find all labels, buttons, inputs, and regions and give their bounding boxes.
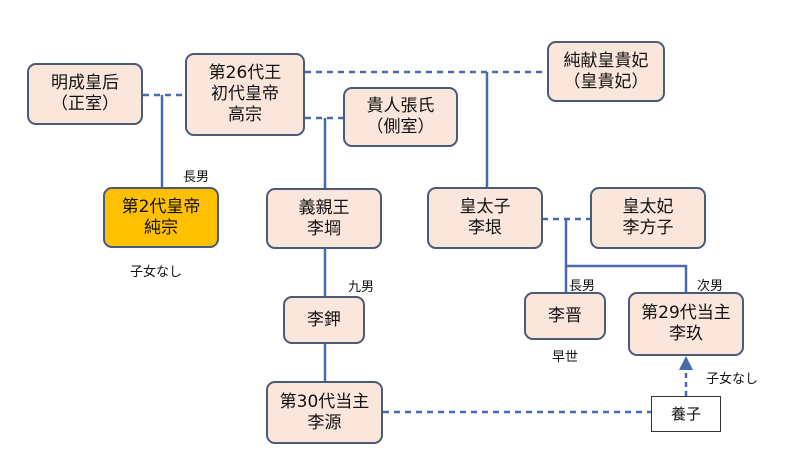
node-line: 李玖: [669, 324, 703, 344]
node-line: 第2代皇帝: [121, 196, 201, 217]
node-line: 李晋: [548, 305, 582, 326]
node-line: （正室）: [51, 94, 119, 114]
node-line: 第30代当主: [279, 391, 370, 412]
label-no-children-1: 子女なし: [130, 265, 183, 280]
node-sunjong: 第2代皇帝 純宗: [103, 187, 219, 248]
node-line: 李鉀: [307, 309, 341, 330]
node-line: 李方子: [622, 218, 674, 238]
label-no-children-2: 子女なし: [706, 372, 759, 387]
node-line: 李源: [307, 412, 342, 433]
node-line: 李垠: [468, 218, 502, 238]
node-ri-won: 第30代当主 李源: [266, 381, 383, 444]
label-died-young: 早世: [552, 350, 579, 365]
node-gwiin-jang: 貴人張氏 （側室）: [343, 87, 458, 147]
node-line: 明成皇后: [51, 73, 119, 93]
label-eldest-son-2: 長男: [569, 279, 596, 294]
node-line: 皇太妃: [622, 197, 674, 217]
node-myeongseong: 明成皇后 （正室）: [27, 63, 143, 125]
node-line: 義親王: [298, 197, 350, 218]
node-sunheon: 純献皇貴妃 （皇貴妃）: [547, 41, 665, 102]
node-gojong: 第26代王 初代皇帝 高宗: [185, 53, 305, 136]
node-line: 皇太子: [459, 197, 511, 217]
node-line: （皇貴妃）: [563, 71, 649, 92]
node-line: 初代皇帝: [211, 84, 279, 104]
label-second-son: 次男: [697, 279, 724, 294]
node-crown-princess: 皇太妃 李方子: [590, 187, 706, 249]
node-ri-gu: 第29代当主 李玖: [628, 292, 744, 356]
node-line: （側室）: [366, 117, 435, 137]
node-line: 高宗: [228, 105, 262, 125]
descent-line-children: [564, 219, 688, 293]
node-line: 純宗: [144, 217, 178, 238]
node-line: 養子: [670, 404, 701, 423]
label-eldest-son-1: 長男: [183, 170, 210, 185]
node-adoption: 養子: [651, 396, 721, 432]
node-line: 貴人張氏: [366, 96, 435, 116]
node-line: 純献皇貴妃: [563, 50, 649, 71]
adoption-arrowhead: [679, 356, 693, 370]
node-ri-gap: 李鉀: [283, 296, 365, 344]
node-line: 第29代当主: [641, 303, 731, 323]
node-ri-jin: 李晋: [524, 292, 606, 340]
node-line: 第26代王: [208, 63, 282, 83]
node-line: 李堈: [307, 218, 341, 239]
node-crown-prince: 皇太子 李垠: [427, 187, 543, 249]
label-ninth-son: 九男: [348, 280, 375, 295]
node-uichin: 義親王 李堈: [266, 188, 382, 249]
